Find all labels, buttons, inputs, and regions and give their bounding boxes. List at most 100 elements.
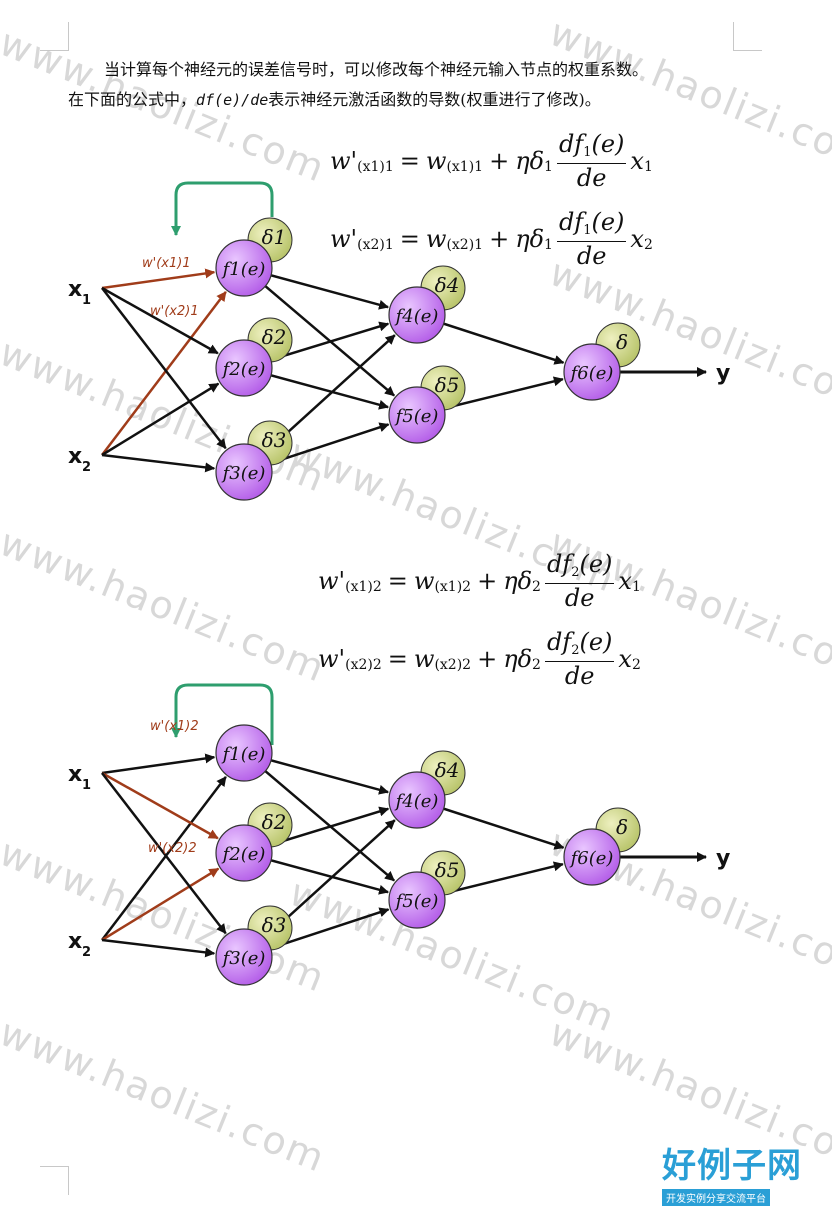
formula-lhs: w' <box>318 567 346 595</box>
neuron-label: f6(e) <box>569 363 614 384</box>
input-edge <box>101 453 216 473</box>
input-edge <box>101 771 219 840</box>
formula-subscript: 2 <box>571 643 580 658</box>
formula-subscript: 1 <box>631 579 641 595</box>
input-edge <box>101 772 227 935</box>
neuron-label: f3(e) <box>221 948 266 969</box>
neuron-label: f4(e) <box>394 306 439 327</box>
plus-sign: + <box>477 645 498 673</box>
weight-label: w'(x1)1 <box>142 256 191 271</box>
neuron-label: f5(e) <box>394 891 439 912</box>
input-edge <box>101 286 219 355</box>
error-feedback-arrow <box>171 683 274 745</box>
neuron-node <box>563 828 621 886</box>
delta-label: δ <box>616 815 628 839</box>
logo-text: 好例子网 <box>662 1146 802 1186</box>
fraction-numerator: df2(e) <box>544 628 615 662</box>
plus-sign: + <box>489 225 510 253</box>
delta-label: δ4 <box>435 758 460 782</box>
numerator-text: (e) <box>579 550 613 578</box>
formula-input: x <box>618 567 632 595</box>
formula-subscript: 1 <box>544 237 553 253</box>
formula-weight: w <box>413 645 435 673</box>
formula-subscript: (x1)2 <box>345 579 382 595</box>
fraction-numerator: df1(e) <box>556 130 627 164</box>
page-corner-mark <box>40 1166 69 1195</box>
formula-subscript: (x2)1 <box>357 237 394 253</box>
neuron-label: f2(e) <box>221 359 266 380</box>
neuron-node <box>563 343 621 401</box>
formula-eta-delta: ηδ <box>503 567 533 595</box>
input-edge <box>101 867 220 942</box>
formula-subscript: (x1)1 <box>357 159 394 175</box>
fraction-numerator: df2(e) <box>544 550 615 584</box>
input-label: x <box>68 444 82 469</box>
formula-subscript: 1 <box>583 145 592 160</box>
fraction-denominator: de <box>576 242 607 270</box>
neuron-node <box>388 286 446 344</box>
input-edge <box>101 776 227 941</box>
delta-label: δ5 <box>435 858 460 882</box>
formula-lhs: w' <box>330 147 358 175</box>
delta-label: δ1 <box>262 225 287 249</box>
input-label: x <box>68 762 82 787</box>
watermark: www.haolizi.com <box>0 1010 333 1181</box>
fraction-denominator: de <box>576 164 607 192</box>
site-logo: 好例子网 开发实例分享交流平台 <box>662 1138 802 1206</box>
fraction-denominator: de <box>564 584 595 612</box>
formula-subscript: (x2)2 <box>345 657 382 673</box>
neuron-node <box>388 871 446 929</box>
neuron-node <box>215 443 273 501</box>
paragraph-text: 在下面的公式中， <box>68 90 197 109</box>
formula-input: x <box>630 225 644 253</box>
plus-sign: + <box>489 147 510 175</box>
neuron-label: f1(e) <box>221 744 266 765</box>
formula-subscript: 2 <box>631 657 641 673</box>
neuron-node <box>215 339 273 397</box>
formula-eta-delta: ηδ <box>515 225 545 253</box>
derivative-fraction: df1(e)de <box>556 130 627 192</box>
equals-sign: = <box>387 645 408 673</box>
neuron-label: f5(e) <box>394 406 439 427</box>
weight-label: w'(x2)2 <box>148 841 197 856</box>
derivative-fraction: df1(e)de <box>556 208 627 270</box>
formula-eta-delta: ηδ <box>503 645 533 673</box>
formula-input: x <box>618 645 632 673</box>
formula-subscript: 1 <box>583 223 592 238</box>
inline-code: df(e)/de <box>196 91 269 109</box>
fraction-denominator: de <box>564 662 595 690</box>
formula-weight: w <box>425 147 447 175</box>
input-subscript: 2 <box>82 945 91 960</box>
delta-label: δ3 <box>262 913 287 937</box>
input-edge <box>101 268 216 290</box>
delta-label: δ5 <box>435 373 460 397</box>
formula-subscript: (x1)2 <box>434 579 472 595</box>
neuron-label: f1(e) <box>221 259 266 280</box>
page-corner-mark <box>733 22 762 51</box>
derivative-fraction: df2(e)de <box>544 628 615 690</box>
page-corner-mark <box>40 22 69 51</box>
neuron-node <box>388 386 446 444</box>
equals-sign: = <box>387 567 408 595</box>
numerator-text: df <box>558 130 584 158</box>
neuron-label: f2(e) <box>221 844 266 865</box>
formula-subscript: 2 <box>643 237 653 253</box>
formula-subscript: 2 <box>532 579 541 595</box>
formula-input: x <box>630 147 644 175</box>
delta-label: δ4 <box>435 273 460 297</box>
numerator-text: df <box>546 628 572 656</box>
formula-weight: w <box>425 225 447 253</box>
plus-sign: + <box>477 567 498 595</box>
weight-label: w'(x2)1 <box>150 304 199 319</box>
neuron-node <box>215 824 273 882</box>
formula-lhs: w' <box>318 645 346 673</box>
neuron-node <box>215 724 273 782</box>
paragraph-line-2: 在下面的公式中，df(e)/de表示神经元激活函数的导数(权重进行了修改)。 <box>68 85 788 115</box>
delta-label: δ2 <box>262 325 287 349</box>
output-label: y <box>716 846 730 871</box>
formula-eta-delta: ηδ <box>515 147 545 175</box>
equals-sign: = <box>399 147 420 175</box>
hidden-edge <box>243 267 395 397</box>
